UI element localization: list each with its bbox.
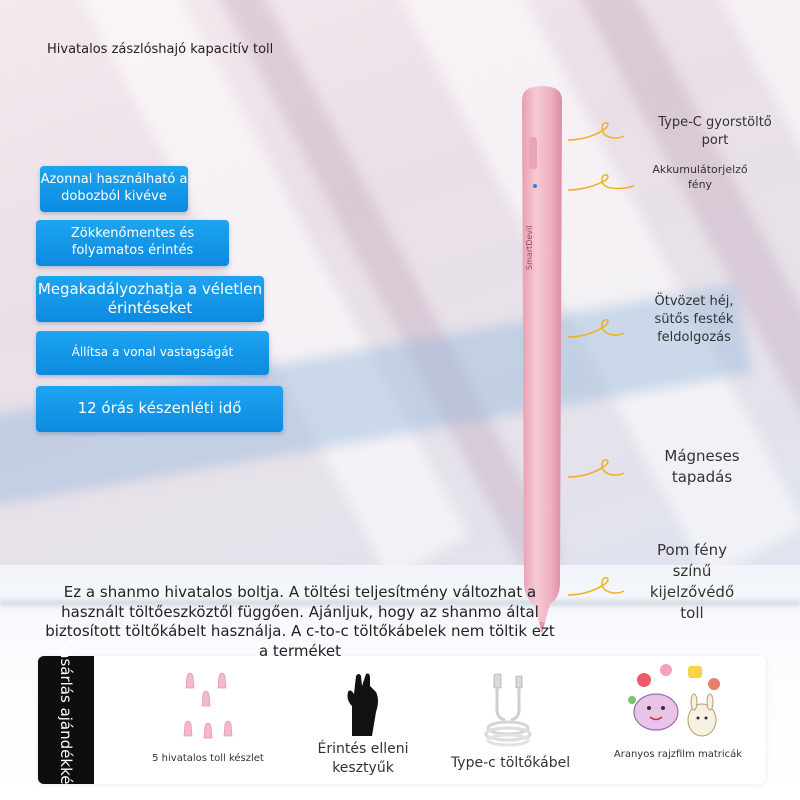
glove-icon bbox=[347, 673, 378, 736]
callout-line-battery bbox=[567, 174, 635, 191]
indicator-light bbox=[533, 184, 537, 188]
callout-line-port bbox=[567, 122, 625, 141]
feature-badge-2: Zökkenőmentes és folyamatos érintés bbox=[36, 220, 229, 266]
feature-badge-1: Azonnal használható a dobozból kivéve bbox=[40, 166, 188, 212]
callout-screen: Pom fény színű kijelzővédő toll bbox=[649, 541, 735, 622]
callout-line-alloy bbox=[567, 319, 625, 338]
callout-battery: Akkumulátorjelző fény bbox=[652, 163, 748, 192]
gift-label: Vásárlás ajándékként bbox=[38, 640, 94, 800]
callout-port: Type-C gyorstöltő port bbox=[658, 115, 772, 149]
gift-panel: Vásárlás ajándékként 5 hivatalos toll ké… bbox=[38, 640, 766, 800]
surface-edge bbox=[0, 600, 800, 606]
callout-alloy: Ötvözet héj, sütős festék feldolgozás bbox=[654, 294, 734, 346]
feature-badge-5: 12 órás készenléti idő bbox=[36, 386, 283, 432]
charging-notice: Ez a shanmo hivatalos boltja. A töltési … bbox=[45, 583, 555, 660]
cable-icon bbox=[484, 673, 532, 747]
gift-item-stickers: Aranyos rajzfilm matricák bbox=[608, 656, 748, 784]
gift-caption-stickers: Aranyos rajzfilm matricák bbox=[613, 749, 743, 760]
callout-magnet: Mágneses tapadás bbox=[664, 447, 740, 486]
callout-line-screen bbox=[567, 577, 625, 596]
feature-badge-3: Megakadályozhatja a véletlen érintéseket bbox=[36, 276, 264, 322]
stylus-pen bbox=[522, 86, 562, 634]
gift-caption-glove: Érintés elleni kesztyűk bbox=[317, 741, 409, 776]
feature-badge-4: Állítsa a vonal vastagságát bbox=[36, 331, 269, 375]
gift-caption-pen-tips: 5 hivatalos toll készlet bbox=[152, 753, 264, 764]
charging-port bbox=[529, 137, 537, 169]
gift-item-cable: Type-c töltőkábel bbox=[438, 656, 583, 784]
gift-item-glove: Érintés elleni kesztyűk bbox=[298, 656, 428, 784]
sticker-icon bbox=[628, 664, 720, 737]
pen-tips-icon bbox=[183, 672, 233, 739]
page-headline: Hivatalos zászlóshajó kapacitív toll bbox=[47, 42, 274, 57]
gift-caption-cable: Type-c töltőkábel bbox=[450, 755, 571, 771]
pen-brand: SmartDevil bbox=[525, 225, 534, 270]
gift-item-pen-tips: 5 hivatalos toll készlet bbox=[138, 656, 278, 784]
callout-line-magnet bbox=[567, 459, 625, 478]
